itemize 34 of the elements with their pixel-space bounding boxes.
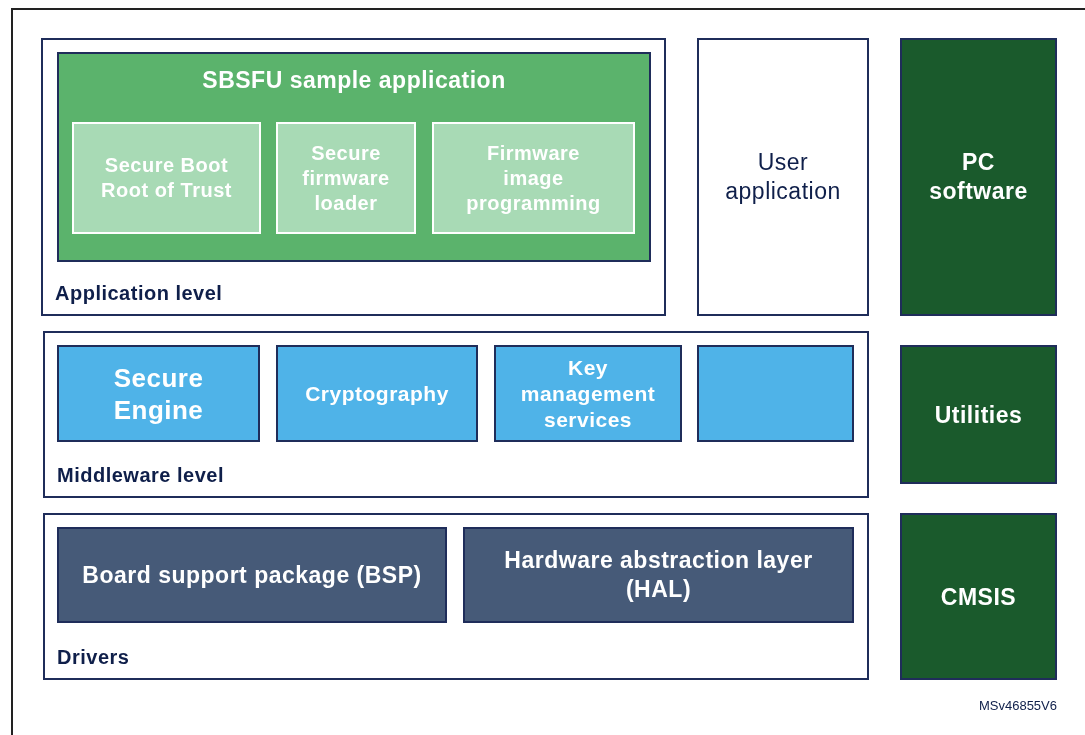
box-label: Secure Engine — [112, 361, 205, 426]
application-box — [697, 38, 869, 316]
application-box — [57, 52, 651, 262]
module-label: Firmware image programming — [465, 140, 602, 216]
layer-panel — [41, 38, 666, 316]
box-label: Cryptography — [304, 380, 450, 407]
module-label: Secure Boot Root of Trust — [100, 153, 233, 203]
layer-panel — [43, 513, 869, 680]
component-box — [900, 38, 1057, 316]
module-box — [276, 122, 416, 234]
layer-heading: Application level — [55, 281, 223, 306]
middleware-box — [697, 345, 854, 442]
component-box — [900, 345, 1057, 484]
middleware-box — [57, 345, 260, 442]
middleware-box — [494, 345, 682, 442]
box-label: Hardware abstraction layer (HAL) — [503, 546, 814, 604]
module-box — [432, 122, 635, 234]
box-label: CMSIS — [939, 582, 1018, 611]
box-label: Board support package (BSP) — [81, 560, 423, 590]
module-label: Secure firmware loader — [301, 140, 391, 216]
driver-box — [463, 527, 854, 623]
layer-heading: Middleware level — [57, 463, 224, 488]
module-box — [72, 122, 261, 234]
layer-heading: Drivers — [57, 645, 130, 670]
box-label: Utilities — [933, 400, 1024, 429]
box-label: User application — [724, 148, 842, 206]
figure-id: MSv46855V6 — [978, 698, 1057, 713]
box-title: SBSFU sample application — [201, 66, 507, 95]
component-box — [900, 513, 1057, 680]
box-label: PC software — [928, 148, 1029, 206]
layer-panel — [43, 331, 869, 498]
middleware-box — [276, 345, 478, 442]
box-label: Key management services — [519, 354, 657, 433]
driver-box — [57, 527, 447, 623]
